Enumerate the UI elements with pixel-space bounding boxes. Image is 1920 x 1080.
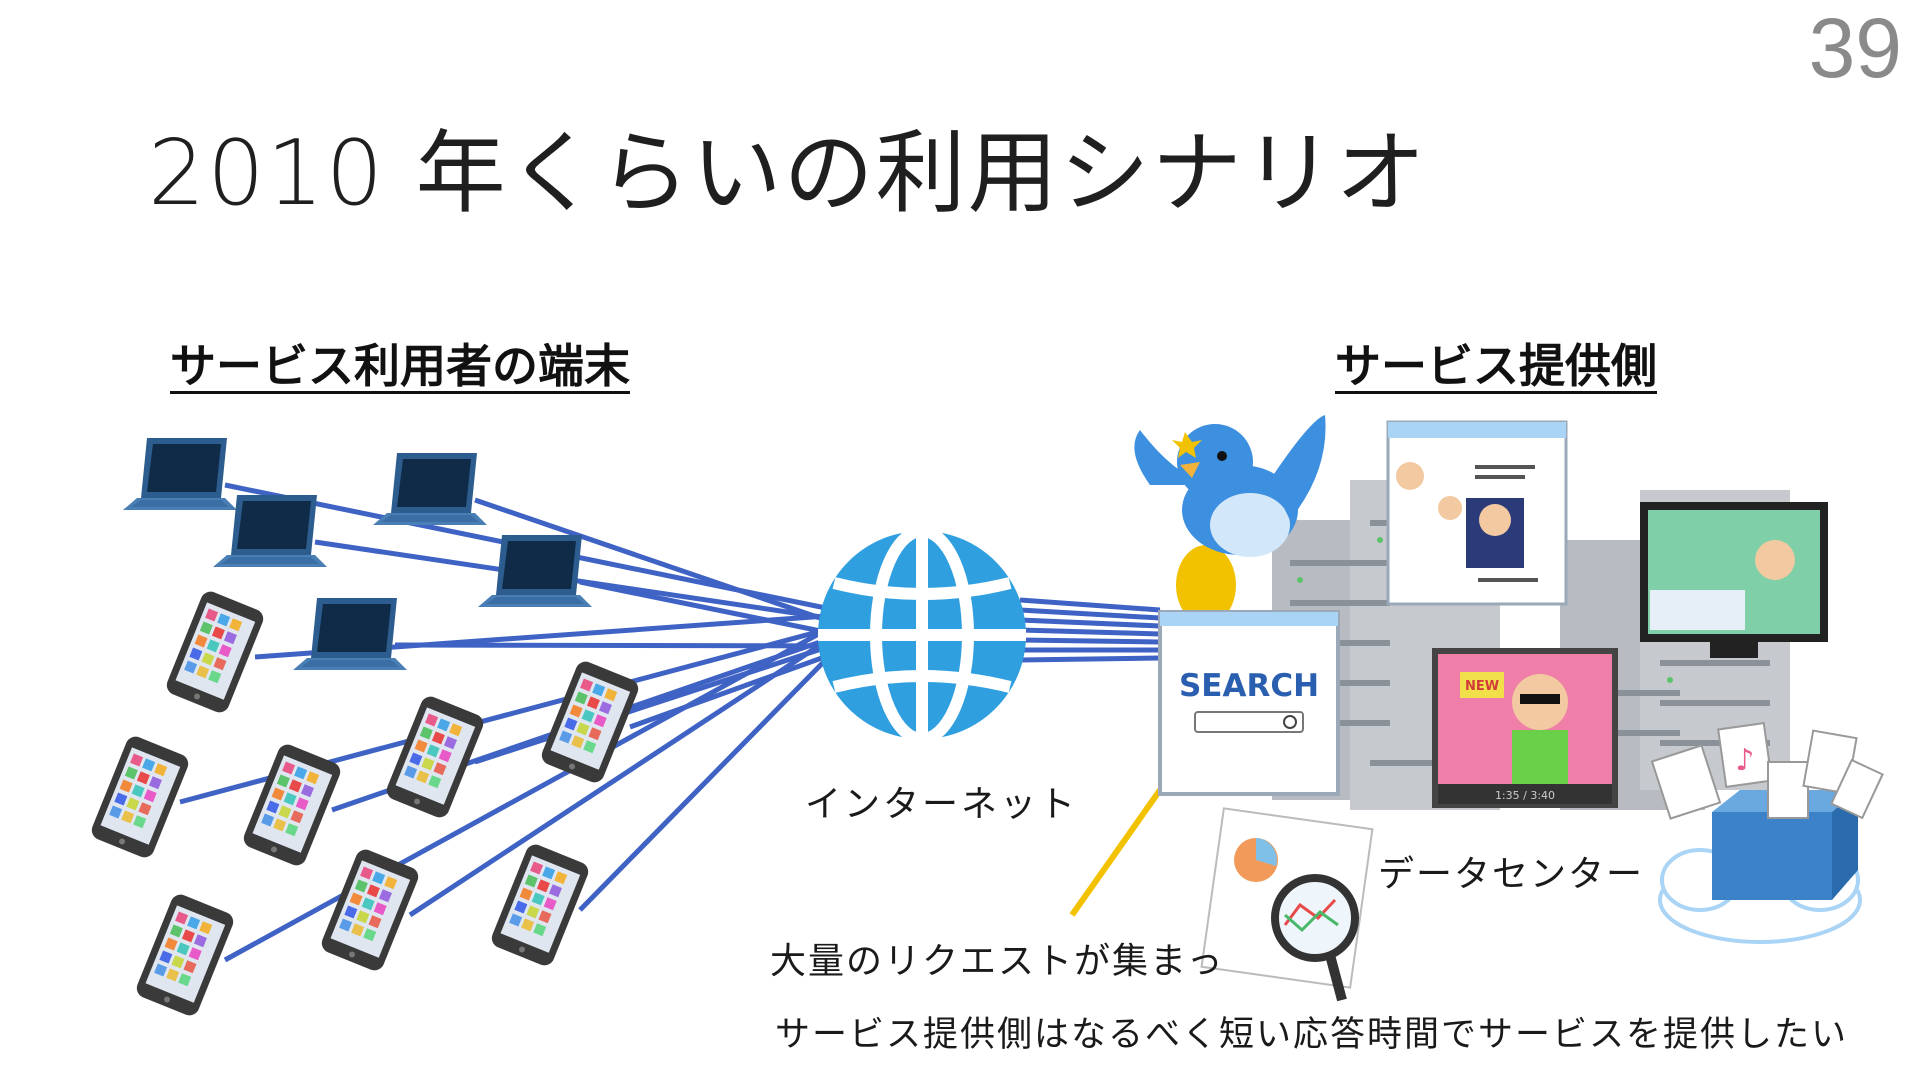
game-monitor bbox=[1640, 502, 1828, 658]
svg-text:♪: ♪ bbox=[1735, 743, 1754, 778]
connection-line bbox=[1020, 658, 1160, 660]
request-line bbox=[1072, 790, 1160, 915]
connection-line bbox=[1020, 620, 1160, 626]
smartphone-icon bbox=[241, 742, 343, 869]
connection-line bbox=[395, 645, 855, 646]
laptop-icon bbox=[123, 438, 237, 510]
laptop-icon bbox=[293, 598, 407, 670]
smartphone-icon bbox=[164, 589, 266, 716]
connection-line bbox=[410, 622, 855, 915]
connection-line bbox=[1020, 630, 1160, 634]
requests-label: 大量のリクエストが集まっ bbox=[770, 932, 1225, 984]
video-time: 1:35 / 3:40 bbox=[1495, 789, 1555, 802]
smartphone-icon bbox=[319, 847, 421, 974]
connection-lines bbox=[180, 485, 1160, 960]
laptop-icon bbox=[373, 453, 487, 525]
connection-line bbox=[1020, 610, 1160, 618]
search-window: SEARCH bbox=[1160, 612, 1338, 794]
smartphone-icon bbox=[489, 842, 591, 969]
smartphone-icon bbox=[539, 659, 641, 786]
connection-line bbox=[580, 630, 855, 910]
connection-line bbox=[1020, 600, 1160, 610]
connection-line bbox=[1020, 640, 1160, 642]
internet-label: インターネット bbox=[805, 775, 1078, 827]
search-logo: SEARCH bbox=[1179, 668, 1319, 704]
new-badge: NEW bbox=[1465, 679, 1499, 694]
video-window: NEW 1:35 / 3:40 bbox=[1432, 648, 1618, 808]
smartphone-icon bbox=[134, 892, 236, 1019]
datacenter-label: データセンター bbox=[1378, 845, 1644, 897]
social-page-window bbox=[1388, 422, 1566, 604]
smartphone-icon bbox=[384, 694, 486, 821]
smartphone-icon bbox=[89, 734, 191, 861]
goal-statement: サービス提供側はなるべく短い応答時間でサービスを提供したい bbox=[775, 1006, 1848, 1057]
globe-icon bbox=[818, 531, 1026, 739]
